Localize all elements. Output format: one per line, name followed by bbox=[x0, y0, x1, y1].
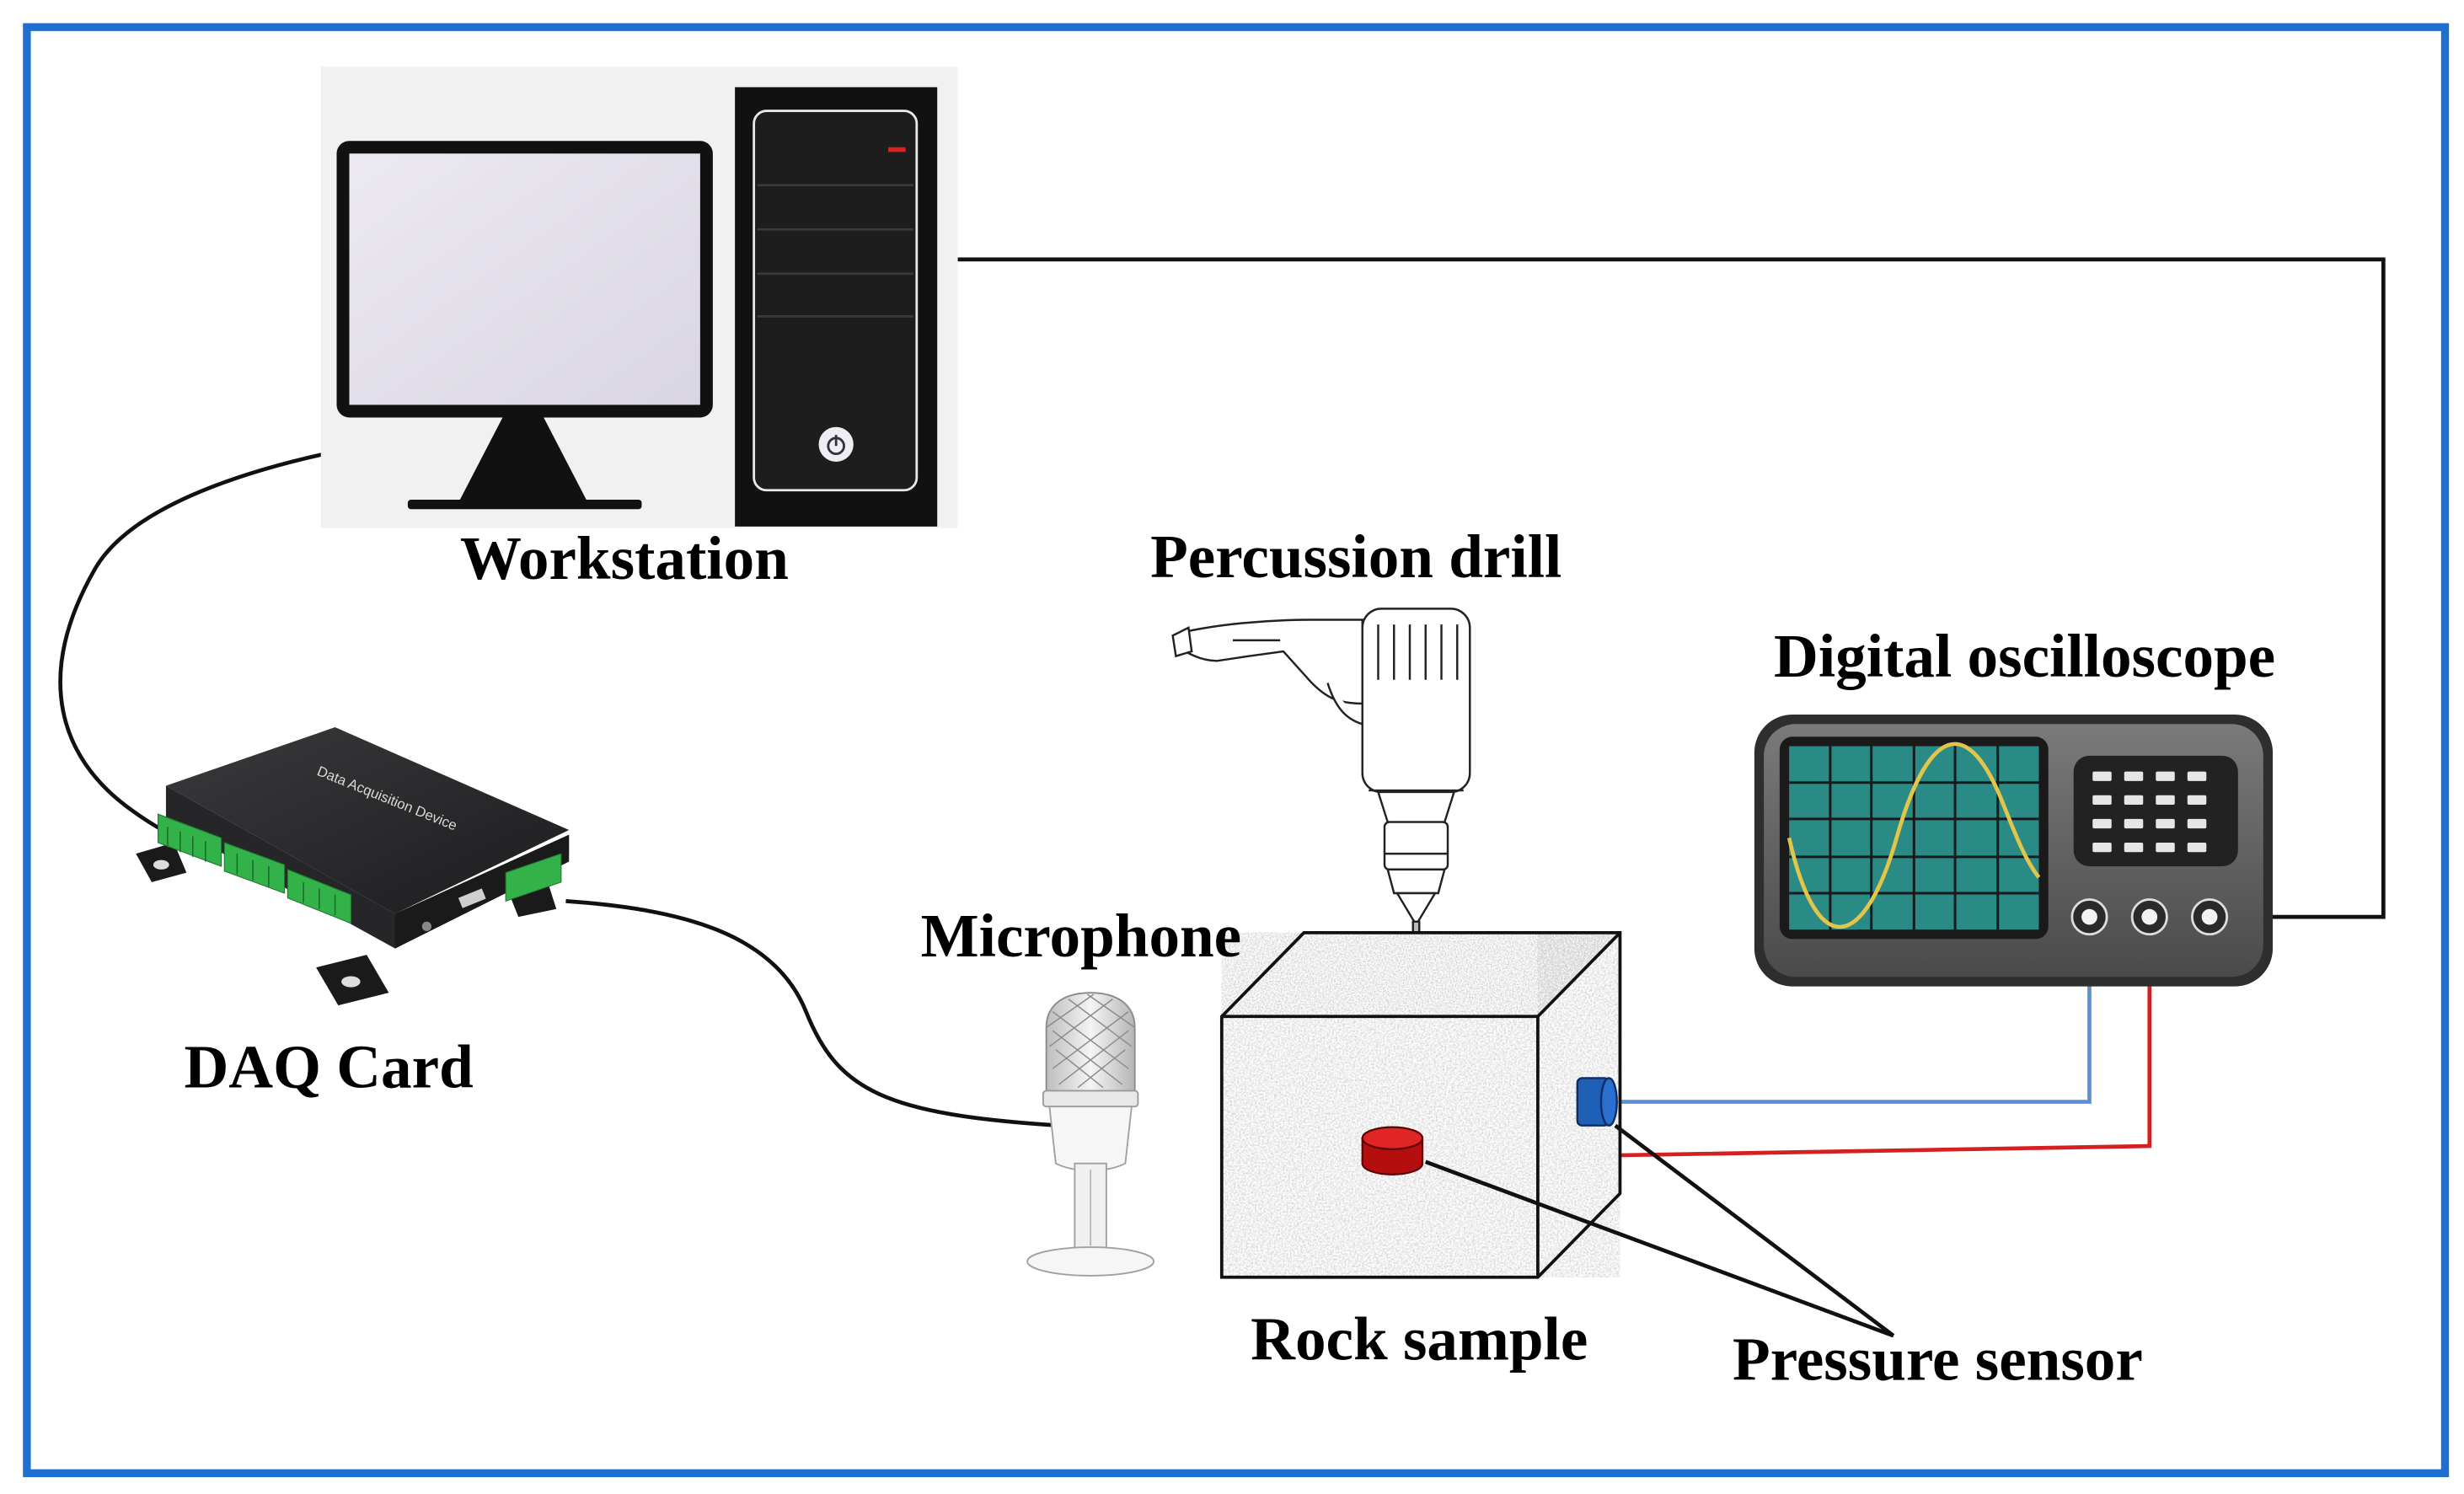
rock-sample-icon bbox=[1219, 931, 1622, 1279]
pressure-sensor-icon bbox=[1576, 1077, 1618, 1127]
label-workstation: Workstation bbox=[460, 524, 789, 592]
pointer-line-blue bbox=[1614, 1123, 1895, 1338]
daq-card-icon: Data Acquisition Device bbox=[136, 727, 570, 1006]
microphone-icon bbox=[1026, 992, 1155, 1277]
percussion-drill-icon bbox=[1171, 608, 1471, 988]
cable-red-sensor bbox=[1422, 932, 2152, 1161]
cable-blue-sensor bbox=[1612, 932, 2092, 1104]
label-rock-sample: Rock sample bbox=[1251, 1304, 1588, 1373]
pointer-line-red bbox=[1424, 1159, 1894, 1338]
label-pressure-sensor: Pressure sensor bbox=[1733, 1325, 2143, 1394]
pressure-sensor-red-icon bbox=[1361, 1126, 1424, 1175]
cable-workstation-oscilloscope bbox=[937, 257, 2386, 919]
cable-daq-microphone bbox=[565, 899, 1059, 1128]
workstation-icon bbox=[320, 67, 958, 528]
label-digital-oscilloscope: Digital oscilloscope bbox=[1774, 622, 2275, 690]
label-daq-card: DAQ Card bbox=[184, 1033, 473, 1101]
oscilloscope-icon bbox=[1754, 715, 2274, 987]
label-microphone: Microphone bbox=[921, 902, 1242, 970]
label-percussion-drill: Percussion drill bbox=[1150, 522, 1561, 591]
